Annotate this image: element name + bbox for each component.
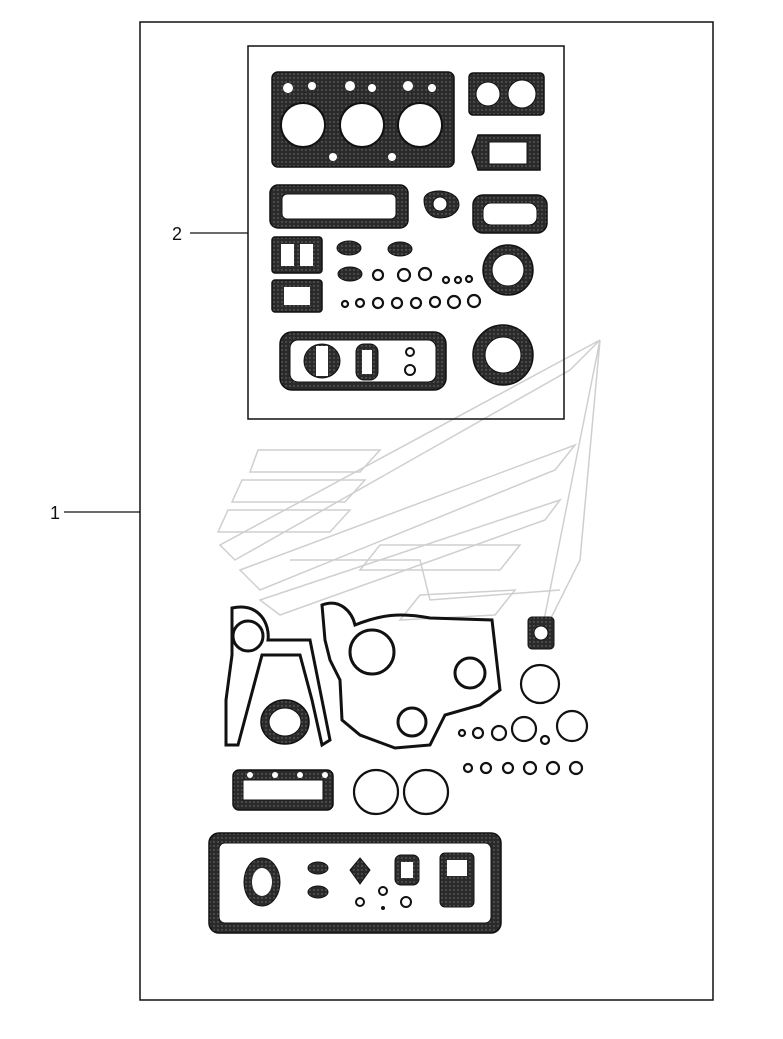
intake-flange-gasket: [468, 72, 545, 116]
head-gasket: [271, 71, 455, 168]
callout-2-label: 2: [172, 224, 182, 244]
oval-gaskets: [336, 240, 413, 282]
callout-1-label: 1: [50, 503, 60, 523]
o-rings-small: [340, 266, 482, 310]
thermostat-gasket: [423, 190, 460, 219]
oil-pan-gasket: [208, 832, 502, 934]
watermark-logo: [216, 339, 601, 641]
o-rings-outer: [457, 663, 589, 776]
timing-cover-gasket-main: [320, 601, 502, 750]
large-o-rings: [352, 768, 450, 816]
water-pump-gasket: [472, 194, 548, 234]
valve-cover-gasket: [279, 331, 447, 391]
outer-kit-frame: [139, 21, 714, 1001]
front-crank-seal: [482, 244, 534, 296]
callout-2[interactable]: 2: [172, 224, 248, 244]
oil-pump-gasket: [527, 616, 555, 650]
timing-cover-gasket-left: [224, 605, 332, 748]
rocker-cover-gasket: [269, 184, 409, 229]
exhaust-flange-gasket: [471, 134, 541, 171]
small-plate-gaskets: [271, 236, 323, 313]
callout-1[interactable]: 1: [50, 503, 140, 523]
oil-cooler-gasket: [232, 769, 334, 811]
seal-ring-large: [260, 699, 310, 745]
rear-crank-seal: [472, 324, 534, 386]
